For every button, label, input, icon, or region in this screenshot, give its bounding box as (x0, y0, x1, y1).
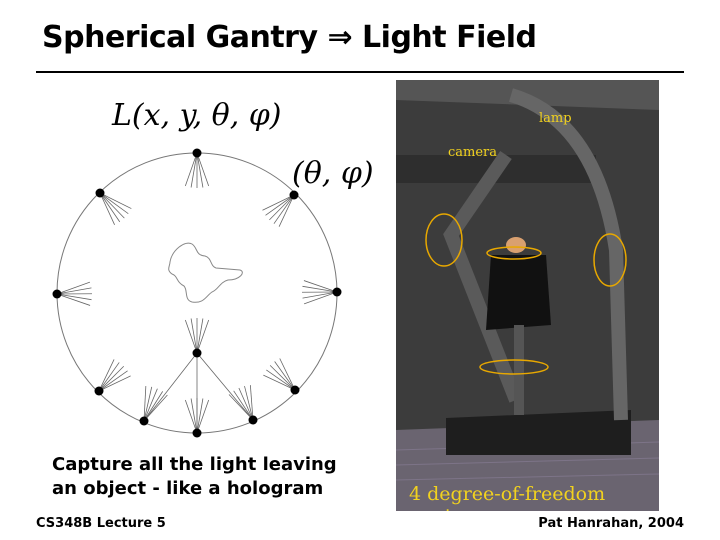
ray-line (99, 192, 115, 225)
ray-line (262, 194, 295, 211)
ray-line (184, 152, 198, 187)
ray-line (56, 287, 92, 295)
ray-line (98, 365, 125, 392)
ray-line (98, 370, 128, 392)
ray-line (99, 192, 132, 209)
ray-line (273, 194, 295, 224)
ray-line (196, 319, 210, 354)
ray-line (249, 385, 254, 421)
ray-line (269, 365, 296, 391)
ray-line (184, 399, 198, 434)
sample-point (94, 386, 104, 396)
ray-line (265, 194, 295, 216)
sample-point (192, 348, 202, 358)
ray-line (184, 319, 198, 354)
ray-line (196, 152, 204, 188)
footer-lecture: CS348B Lecture 5 (36, 516, 166, 531)
slide-title: Spherical Gantry ⇒ Light Field (42, 20, 537, 55)
object-outline (168, 242, 243, 303)
sample-point (290, 385, 300, 395)
sample-point (139, 416, 149, 426)
ray-line (143, 386, 147, 422)
ray-line (190, 398, 198, 434)
footer-author: Pat Hanrahan, 2004 (538, 516, 684, 531)
title-divider (36, 71, 684, 73)
sample-point (289, 190, 299, 200)
sample-point (332, 287, 342, 297)
ray-line (196, 318, 204, 354)
ray-line (56, 293, 91, 306)
ray-line (56, 293, 92, 301)
photo-caption: 4 degree-of-freedom gantry (409, 483, 606, 511)
ray-line (302, 291, 338, 299)
ray-line (196, 352, 254, 421)
ray-line (196, 398, 204, 434)
ray-line (278, 194, 295, 227)
ray-line (143, 386, 153, 422)
ray-line (98, 375, 131, 392)
sphere-diagram (52, 148, 342, 438)
sample-point (192, 148, 202, 158)
ray-line (143, 352, 198, 422)
sample-point (192, 428, 202, 438)
ray-line (99, 192, 129, 214)
ray-line (303, 291, 338, 305)
ray-line (98, 362, 120, 392)
ray-line (143, 388, 158, 422)
sample-point (95, 188, 105, 198)
ray-line (143, 394, 168, 422)
ray-line (302, 285, 338, 293)
ray-line (244, 385, 254, 421)
direction-label: (θ, φ) (292, 156, 374, 191)
ray-line (56, 281, 91, 295)
ray-line (190, 152, 198, 188)
ray-line (190, 318, 198, 354)
sample-point (52, 289, 62, 299)
sample-point (248, 415, 258, 425)
ray-line (238, 387, 254, 421)
ray-line (303, 280, 338, 293)
slide-caption: Capture all the light leaving an object … (52, 453, 337, 501)
lamp-label: lamp (539, 111, 572, 126)
caption-line-1: Capture all the light leaving (52, 454, 337, 475)
ray-line (99, 192, 125, 219)
ray-line (99, 192, 121, 223)
camera-label: camera (448, 145, 498, 160)
ray-line (196, 399, 210, 434)
caption-line-2: an object - like a hologram (52, 478, 324, 499)
ray-line (196, 152, 210, 187)
ray-line (279, 358, 296, 391)
gantry-photo: lamp camera 4 degree-of-freedom gantry (396, 80, 659, 511)
light-field-equation: L(x, y, θ, φ) (112, 98, 282, 133)
ray-line (274, 361, 296, 391)
ray-line (263, 374, 296, 391)
ray-line (266, 369, 296, 391)
ray-line (233, 390, 254, 421)
ray-line (143, 391, 164, 422)
ray-line (269, 194, 295, 221)
ray-line (98, 359, 115, 392)
